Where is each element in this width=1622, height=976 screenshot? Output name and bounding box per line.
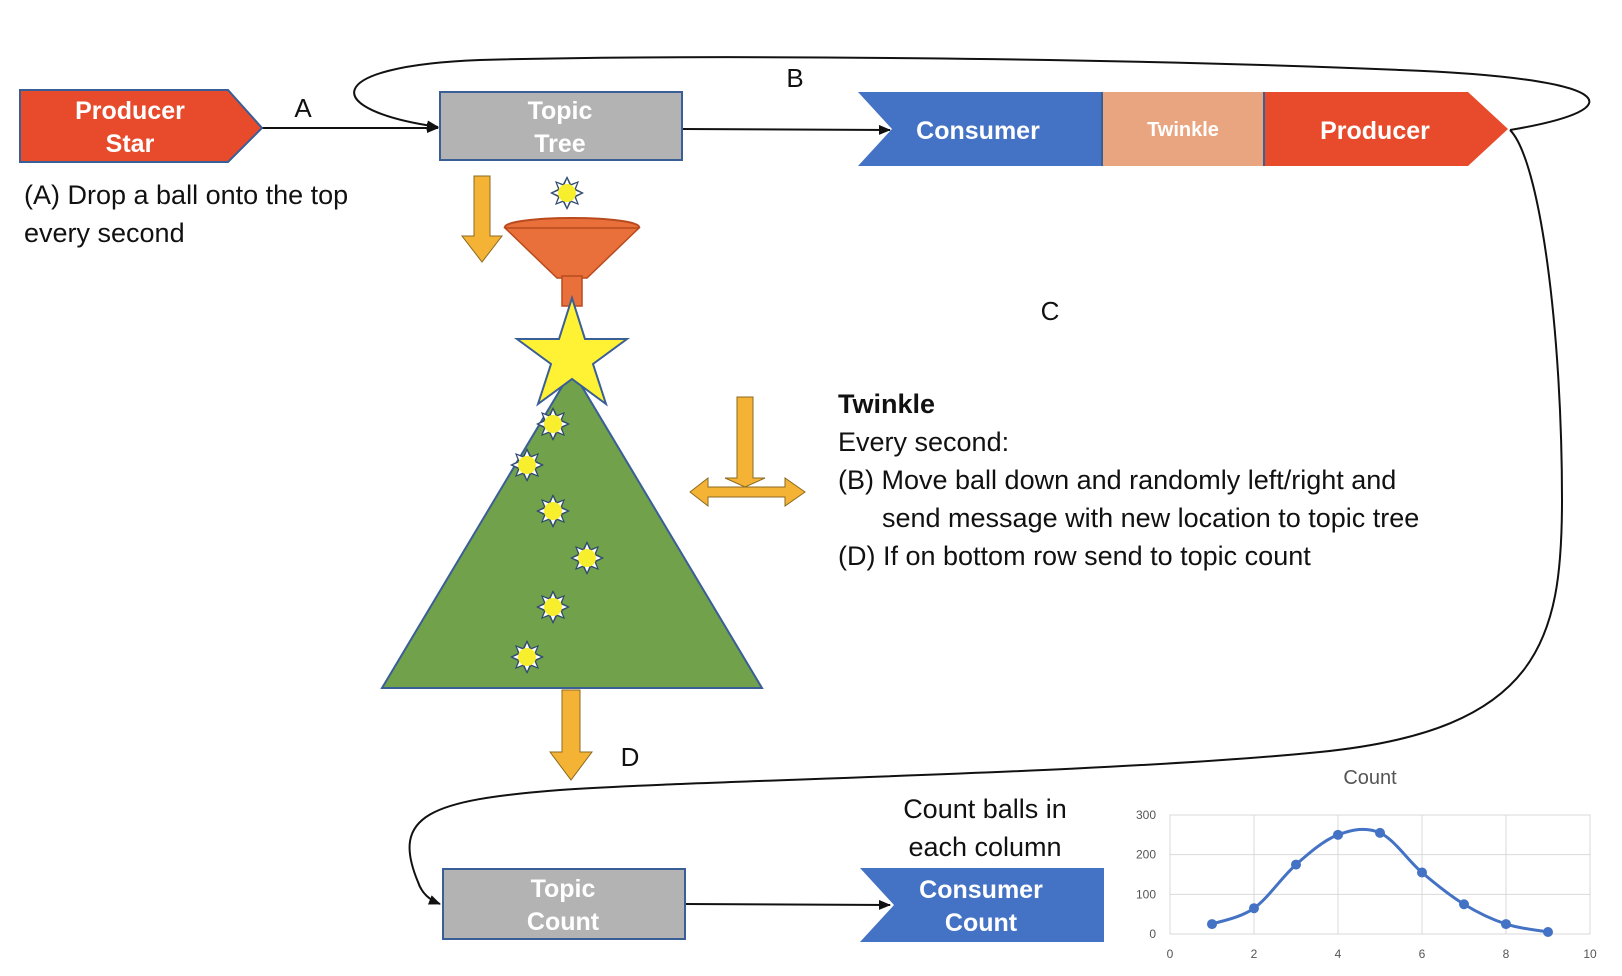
- topic-count-label-2: Count: [527, 908, 600, 936]
- twinkle-segment: [1102, 92, 1264, 166]
- producer-label: Producer: [1320, 117, 1430, 145]
- chart-data-point: [1459, 899, 1469, 910]
- topic-count-label-1: Topic: [531, 875, 596, 903]
- producer-star-label-1: Producer: [75, 97, 185, 125]
- chart-data-point: [1375, 827, 1385, 838]
- producer-star-node: Producer Star: [19, 89, 264, 163]
- chart-y-tick-label: 300: [1136, 808, 1156, 822]
- chart-y-tick-label: 200: [1136, 848, 1156, 862]
- connector-topic-tree-to-consumer: [681, 124, 891, 135]
- chart-data-point: [1207, 919, 1217, 930]
- producer-segment: [1264, 92, 1508, 166]
- edge-label-a: A: [294, 93, 312, 123]
- chart-data-point: [1543, 927, 1553, 938]
- topic-tree-node: Topic Tree: [439, 91, 683, 161]
- chart-x-tick-label: 4: [1335, 947, 1342, 961]
- tree-ball-icon: [510, 448, 544, 482]
- count-note-line-2: each column: [908, 832, 1062, 862]
- drop-arrow: [460, 175, 504, 263]
- connector-c-to-topic-count: [408, 129, 1564, 905]
- tree-ball-icon: [536, 590, 570, 624]
- consumer-count-node: Consumer Count: [860, 868, 1104, 942]
- twinkle-note-line-1: Every second:: [838, 427, 1010, 457]
- chart-y-tick-label: 100: [1136, 887, 1156, 901]
- chart-x-tick-label: 6: [1419, 947, 1426, 961]
- chart-data-point: [1333, 829, 1343, 840]
- topic-tree-label-2: Tree: [534, 130, 586, 158]
- twinkle-label: Twinkle: [1147, 119, 1219, 141]
- consumer-count-label-1: Consumer: [919, 876, 1043, 904]
- consumer-count-label-2: Count: [945, 909, 1018, 937]
- chart-data-point: [1501, 919, 1511, 930]
- chart-x-tick-label: 8: [1503, 947, 1510, 961]
- tree-ball-icon: [536, 494, 570, 528]
- christmas-tree-shape: [380, 368, 764, 689]
- twinkle-note-line-4: (D) If on bottom row send to topic count: [838, 541, 1311, 571]
- tree-ball-icon: [536, 407, 570, 441]
- chart-x-tick-label: 10: [1583, 947, 1597, 961]
- count-note-line-1: Count balls in: [903, 794, 1067, 824]
- drop-ball-note-line-1: (A) Drop a ball onto the top: [24, 180, 349, 210]
- chart-title: Count: [1343, 767, 1397, 789]
- down-left-right-arrow: [689, 396, 806, 508]
- topic-count-node: Topic Count: [442, 868, 686, 940]
- twinkle-note-line-3: send message with new location to topic …: [882, 503, 1420, 533]
- chart-series-line: [1211, 827, 1549, 934]
- output-arrow: [549, 689, 593, 781]
- tree-ball-icon: [570, 541, 604, 575]
- tree-ball-icon: [510, 640, 544, 674]
- chart-data-point: [1291, 859, 1301, 870]
- count-note: Count balls in each column: [880, 790, 1090, 866]
- edge-label-b: B: [786, 63, 803, 93]
- topic-tree-label-1: Topic: [528, 97, 593, 125]
- chart-data-point: [1417, 867, 1427, 878]
- tree-top-star-icon: [513, 294, 631, 407]
- chart-data-point: [1249, 903, 1259, 914]
- edge-label-d: D: [621, 742, 640, 772]
- twinkle-note-line-2: (B) Move ball down and randomly left/rig…: [838, 465, 1397, 495]
- chart-x-tick-label: 0: [1167, 947, 1174, 961]
- twinkle-note-title: Twinkle: [838, 389, 936, 419]
- consumer-segment: [858, 92, 1102, 166]
- connector-topic-count-to-consumer-count: [684, 899, 891, 910]
- count-chart: Count 0 100 200 300 0 2 4 6 8 10: [1136, 767, 1597, 961]
- funnel-icon: [503, 217, 641, 307]
- chart-x-tick-label: 2: [1251, 947, 1258, 961]
- chart-y-tick-label: 0: [1149, 927, 1156, 941]
- consumer-label: Consumer: [916, 117, 1040, 145]
- drop-ball-note-line-2: every second: [24, 218, 185, 248]
- edge-label-c: C: [1041, 296, 1060, 326]
- drop-ball-note: (A) Drop a ball onto the top every secon…: [24, 176, 348, 252]
- connector-b-loop: [353, 56, 1591, 131]
- falling-ball-icon: [550, 176, 584, 210]
- twinkle-pipeline: Consumer Twinkle Producer: [858, 92, 1508, 166]
- producer-star-label-2: Star: [106, 130, 155, 158]
- twinkle-note: Twinkle Every second: (B) Move ball down…: [838, 385, 1419, 575]
